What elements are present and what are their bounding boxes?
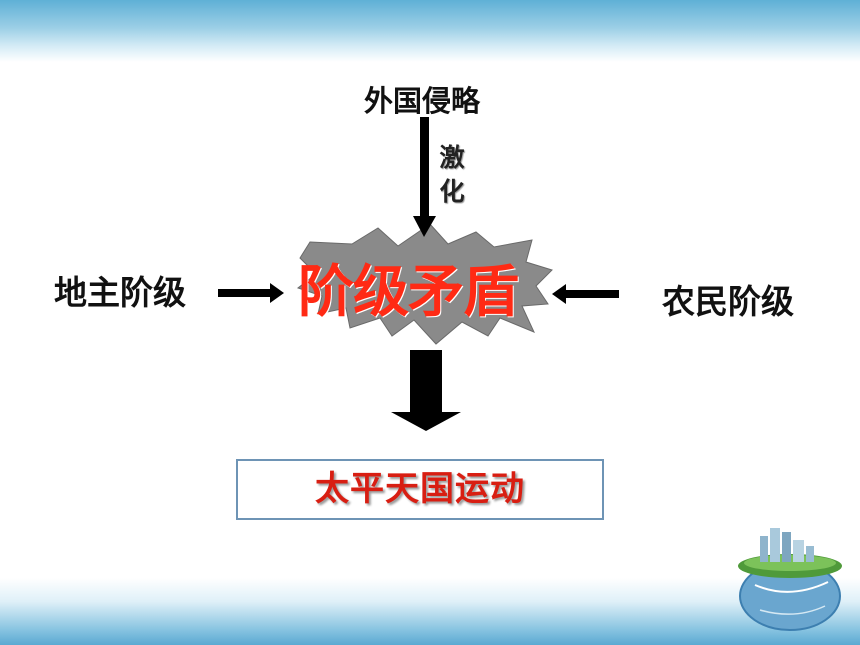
- foreign-aggression-label: 外国侵略: [364, 84, 481, 118]
- taiping-movement-label: 太平天国运动: [315, 469, 525, 509]
- right-arrow-landlord: [218, 283, 284, 303]
- class-conflict-title: 阶级矛盾: [298, 260, 519, 325]
- landlord-class-label: 地主阶级: [54, 273, 186, 312]
- intensify-label: 激化: [439, 143, 465, 206]
- big-down-arrow-result: [391, 350, 461, 431]
- conflict-starburst: [296, 223, 553, 345]
- footer-gradient-band: [0, 578, 860, 645]
- header-gradient-band: [0, 0, 860, 62]
- down-arrow-foreign: [413, 117, 436, 237]
- globe-city-decoration: [738, 528, 842, 631]
- result-box: 太平天国运动: [236, 459, 604, 520]
- peasant-class-label: 农民阶级: [662, 282, 794, 321]
- left-arrow-peasant: [552, 284, 619, 304]
